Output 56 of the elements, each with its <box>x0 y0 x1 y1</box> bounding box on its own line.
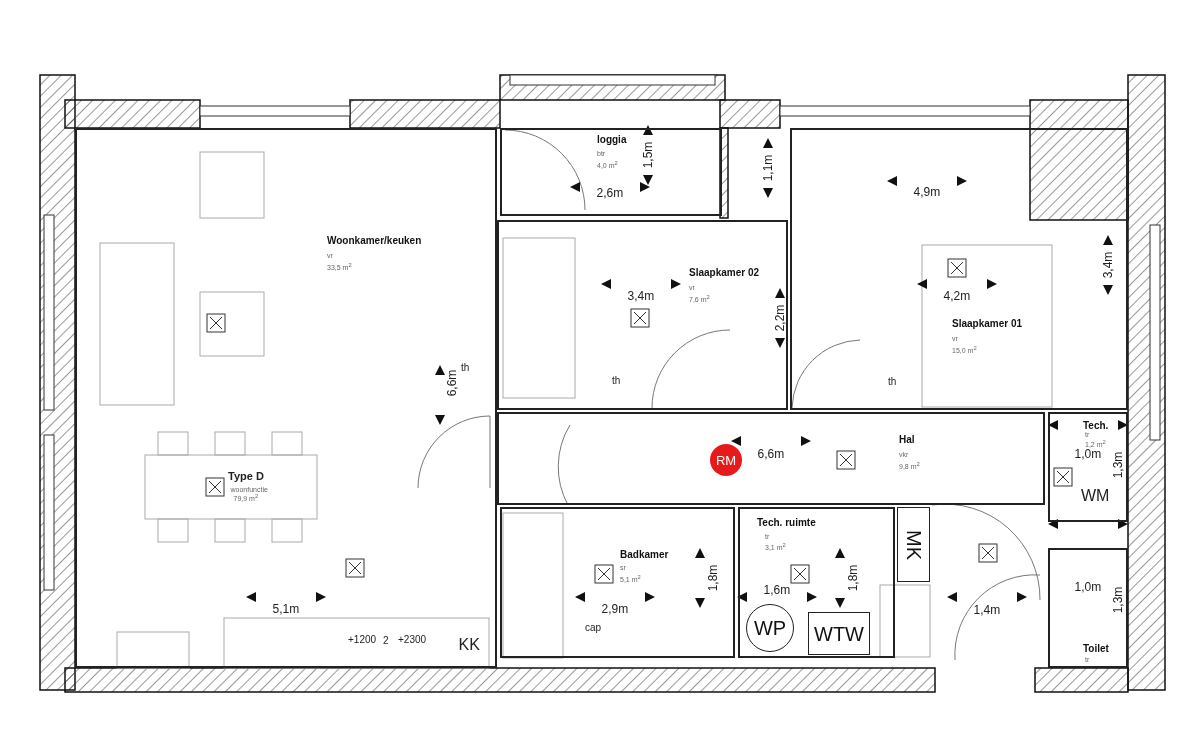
room-name: Badkamer <box>620 549 669 560</box>
room-outline <box>75 128 497 668</box>
equipment-circle <box>746 604 794 652</box>
room-name: Hal <box>899 434 915 445</box>
dimension-label: 1,1m <box>761 154 774 182</box>
dimension-label: 3,4m <box>1101 251 1114 279</box>
room-outline <box>500 128 722 216</box>
dimension-label: 1,8m <box>846 564 859 592</box>
equipment-box <box>808 612 870 655</box>
room-outline <box>497 220 788 410</box>
room-name: Tech. ruimte <box>757 517 816 528</box>
symbol-label: +2300 <box>398 635 427 645</box>
dimension-label: 1,3m <box>1111 586 1124 614</box>
symbol-label: th <box>888 377 897 387</box>
dimension-label: 1,0m <box>1074 581 1102 593</box>
dimension-label: 6,6m <box>757 448 785 460</box>
dimension-label: 1,6m <box>763 584 791 596</box>
room-name: Slaapkamer 01 <box>952 318 1023 329</box>
symbol-label: cap <box>585 623 602 633</box>
dimension-label: 4,9m <box>913 186 941 198</box>
dimension-label: 5,1m <box>272 603 300 615</box>
symbol-label: +1200 <box>348 635 377 645</box>
room-name: loggia <box>597 134 627 145</box>
room-name: Toilet <box>1083 643 1109 654</box>
dimension-label: 1,4m <box>973 604 1001 616</box>
symbol-label: th <box>612 376 621 386</box>
dimension-label: 1,3m <box>1111 451 1124 479</box>
equipment-label: WP <box>753 618 787 638</box>
room-name: Slaapkamer 02 <box>689 267 760 278</box>
dimension-label: 1,0m <box>1074 448 1102 460</box>
symbol-label: th <box>461 363 470 373</box>
appliance-label: WM <box>1081 488 1110 504</box>
room-outline <box>790 128 1128 410</box>
dimension-label: 2,9m <box>601 603 629 615</box>
dimension-label: 1,8m <box>706 564 719 592</box>
room-outline <box>1048 548 1128 668</box>
room-outline <box>500 507 735 658</box>
equipment-label: WTW <box>814 623 864 644</box>
marker-circle <box>710 444 742 476</box>
room-name: Tech. <box>1083 420 1109 431</box>
room-outline <box>1048 412 1128 522</box>
room-name: Woonkamer/keuken <box>327 235 422 246</box>
room-outline <box>738 507 895 658</box>
dimension-label: 1,5m <box>641 141 654 169</box>
symbol-label: 2 <box>383 636 389 646</box>
unit-type-label: Type D <box>228 470 264 482</box>
dimension-label: 2,2m <box>773 304 786 332</box>
cabinet-box <box>897 507 930 582</box>
equipment-label: RM <box>715 453 737 467</box>
dimension-label: 4,2m <box>943 290 971 302</box>
dimension-label: 3,4m <box>627 290 655 302</box>
appliance-label: KK <box>458 637 480 653</box>
equipment-label: MK <box>903 529 924 560</box>
dimension-label: 6,6m <box>445 369 458 397</box>
room-outline <box>497 412 1045 505</box>
dimension-label: 2,6m <box>596 187 624 199</box>
